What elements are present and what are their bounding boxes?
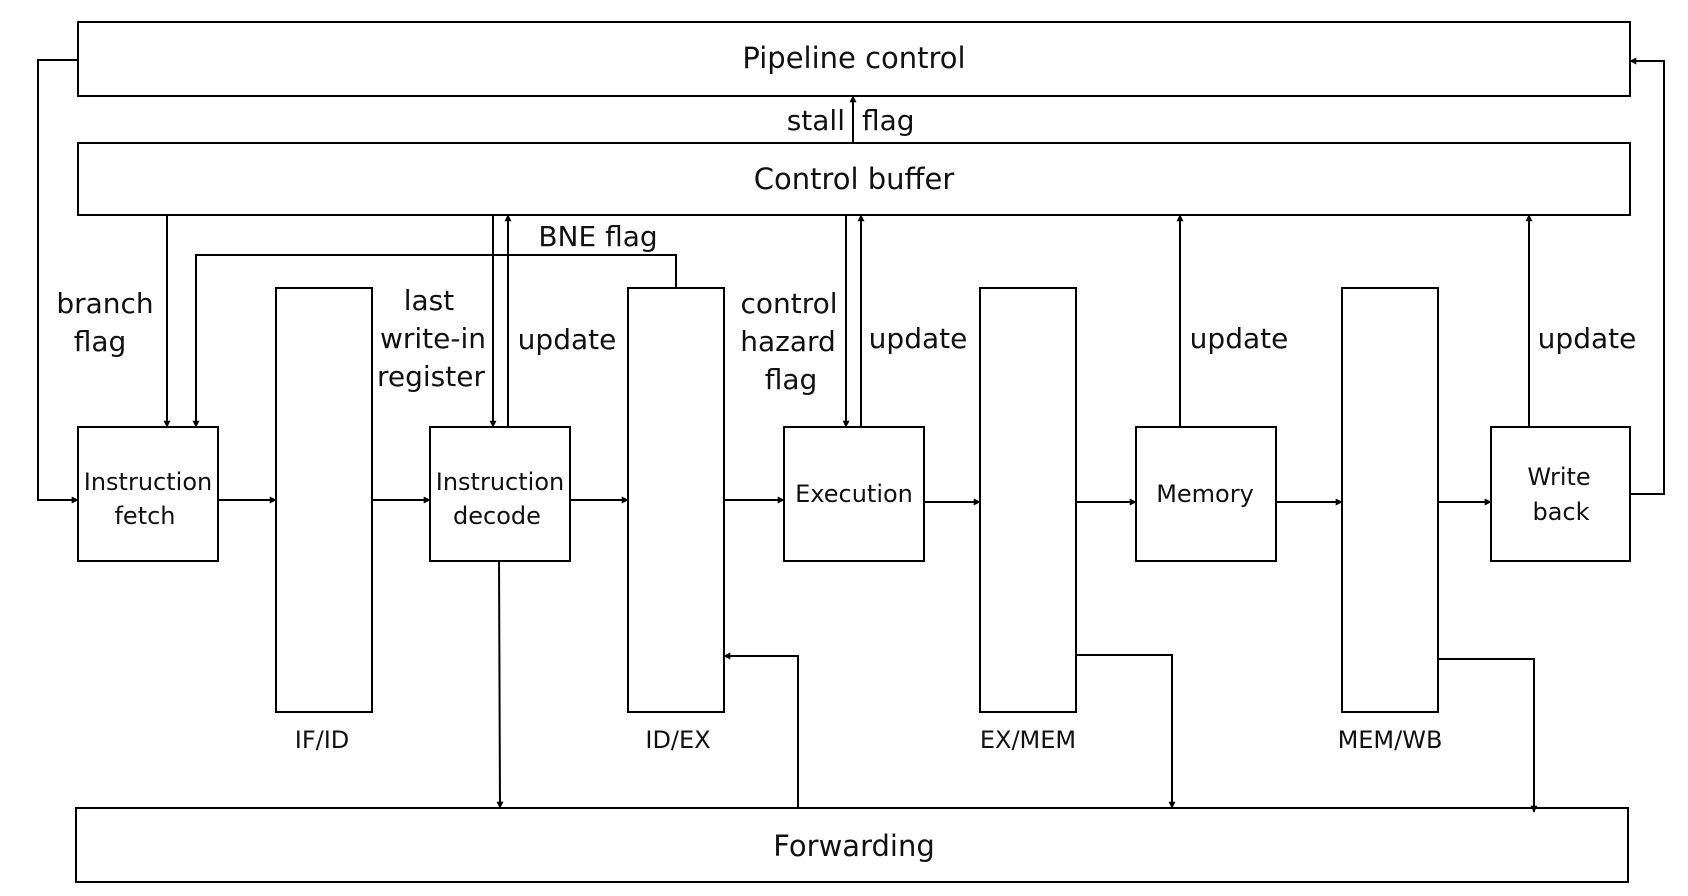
- execution-label: Execution: [795, 480, 913, 508]
- ex-mem-label: EX/MEM: [980, 726, 1076, 754]
- last-write-in-register-label-line3: register: [377, 360, 485, 393]
- pipeline-control-block: [77, 21, 1631, 97]
- instruction-fetch-block: [77, 426, 219, 562]
- control-hazard-flag-label-line1: control: [740, 287, 837, 320]
- update-ex-label: update: [869, 322, 968, 355]
- writeback-to-pipeline-control-arrow: [1629, 57, 1665, 495]
- update-mem-label: update: [1190, 322, 1289, 355]
- memory-label: Memory: [1156, 480, 1254, 508]
- control-buffer-label: Control buffer: [754, 162, 955, 196]
- instruction-decode-label-line2: decode: [453, 502, 541, 530]
- instruction-fetch-label-line2: fetch: [114, 502, 175, 530]
- bne-flag-arrow: [192, 254, 677, 428]
- if-id-register: [275, 287, 373, 713]
- decode-to-forwarding-arrow: [496, 560, 504, 809]
- memwb-to-forwarding-arrow: [1438, 658, 1538, 813]
- instruction-fetch-label-line1: Instruction: [84, 468, 212, 496]
- id-ex-register: [627, 287, 725, 713]
- update-wb-label: update: [1538, 322, 1637, 355]
- branch-flag-label-line1: branch: [56, 287, 153, 320]
- write-back-label-line1: Write: [1527, 463, 1590, 491]
- pipeline-control-label: Pipeline control: [742, 41, 965, 75]
- control-buffer-block: [77, 142, 1631, 216]
- last-write-in-register-label-line1: last: [404, 284, 455, 317]
- control-hazard-flag-label-line2: hazard: [740, 325, 836, 358]
- bne-flag-label: BNE flag: [538, 220, 657, 253]
- mem-wb-label: MEM/WB: [1338, 726, 1443, 754]
- update-id-label: update: [518, 323, 617, 356]
- last-write-in-register-label-line2: write-in: [380, 322, 486, 355]
- forwarding-block: [75, 807, 1629, 883]
- branch-flag-label-line2: flag: [74, 325, 127, 358]
- forwarding-to-idex-arrow: [723, 652, 799, 808]
- if-id-label: IF/ID: [295, 726, 350, 754]
- pipeline-control-to-fetch-arrow: [37, 59, 79, 504]
- instruction-decode-label-line1: Instruction: [436, 468, 564, 496]
- write-back-block: [1490, 426, 1631, 562]
- memory-block: [1135, 426, 1277, 562]
- control-hazard-flag-label-line3: flag: [765, 363, 818, 396]
- forwarding-label: Forwarding: [773, 829, 934, 863]
- mem-wb-register: [1341, 287, 1439, 713]
- ex-mem-register: [979, 287, 1077, 713]
- stall-label: stall: [787, 104, 845, 137]
- exmem-to-forwarding-arrow: [1076, 654, 1176, 809]
- execution-block: [783, 426, 925, 562]
- id-ex-label: ID/EX: [645, 726, 710, 754]
- flag-label: flag: [862, 104, 915, 137]
- write-back-label-line2: back: [1532, 498, 1589, 526]
